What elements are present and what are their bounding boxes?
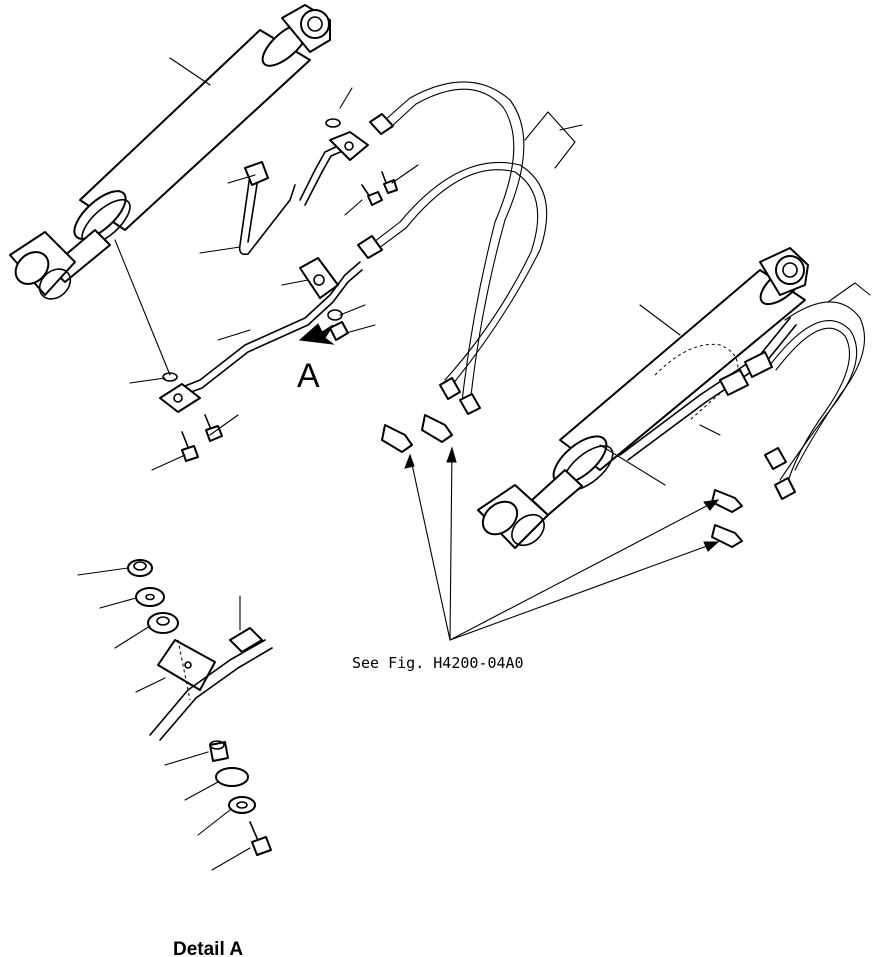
- right-cylinder[interactable]: [476, 247, 809, 552]
- reference-note: See Fig. H4200-04A0: [352, 654, 524, 672]
- hose-lower[interactable]: [357, 161, 548, 400]
- plug-fittings[interactable]: [381, 414, 743, 548]
- hose-upper[interactable]: [369, 81, 525, 415]
- detail-caption: Detail A: [173, 939, 243, 957]
- left-pipe-assembly[interactable]: [159, 131, 369, 413]
- view-marker-a: A: [297, 357, 320, 395]
- left-fasteners[interactable]: [162, 118, 398, 462]
- detail-a-assembly[interactable]: [77, 559, 273, 871]
- view-arrow-a: [298, 323, 335, 345]
- reference-arrows: [404, 446, 720, 641]
- leader-lines: [114, 57, 871, 486]
- clamp-block[interactable]: [299, 257, 339, 299]
- left-cylinder[interactable]: [9, 4, 331, 305]
- pipe-clamp-loop[interactable]: [238, 161, 296, 256]
